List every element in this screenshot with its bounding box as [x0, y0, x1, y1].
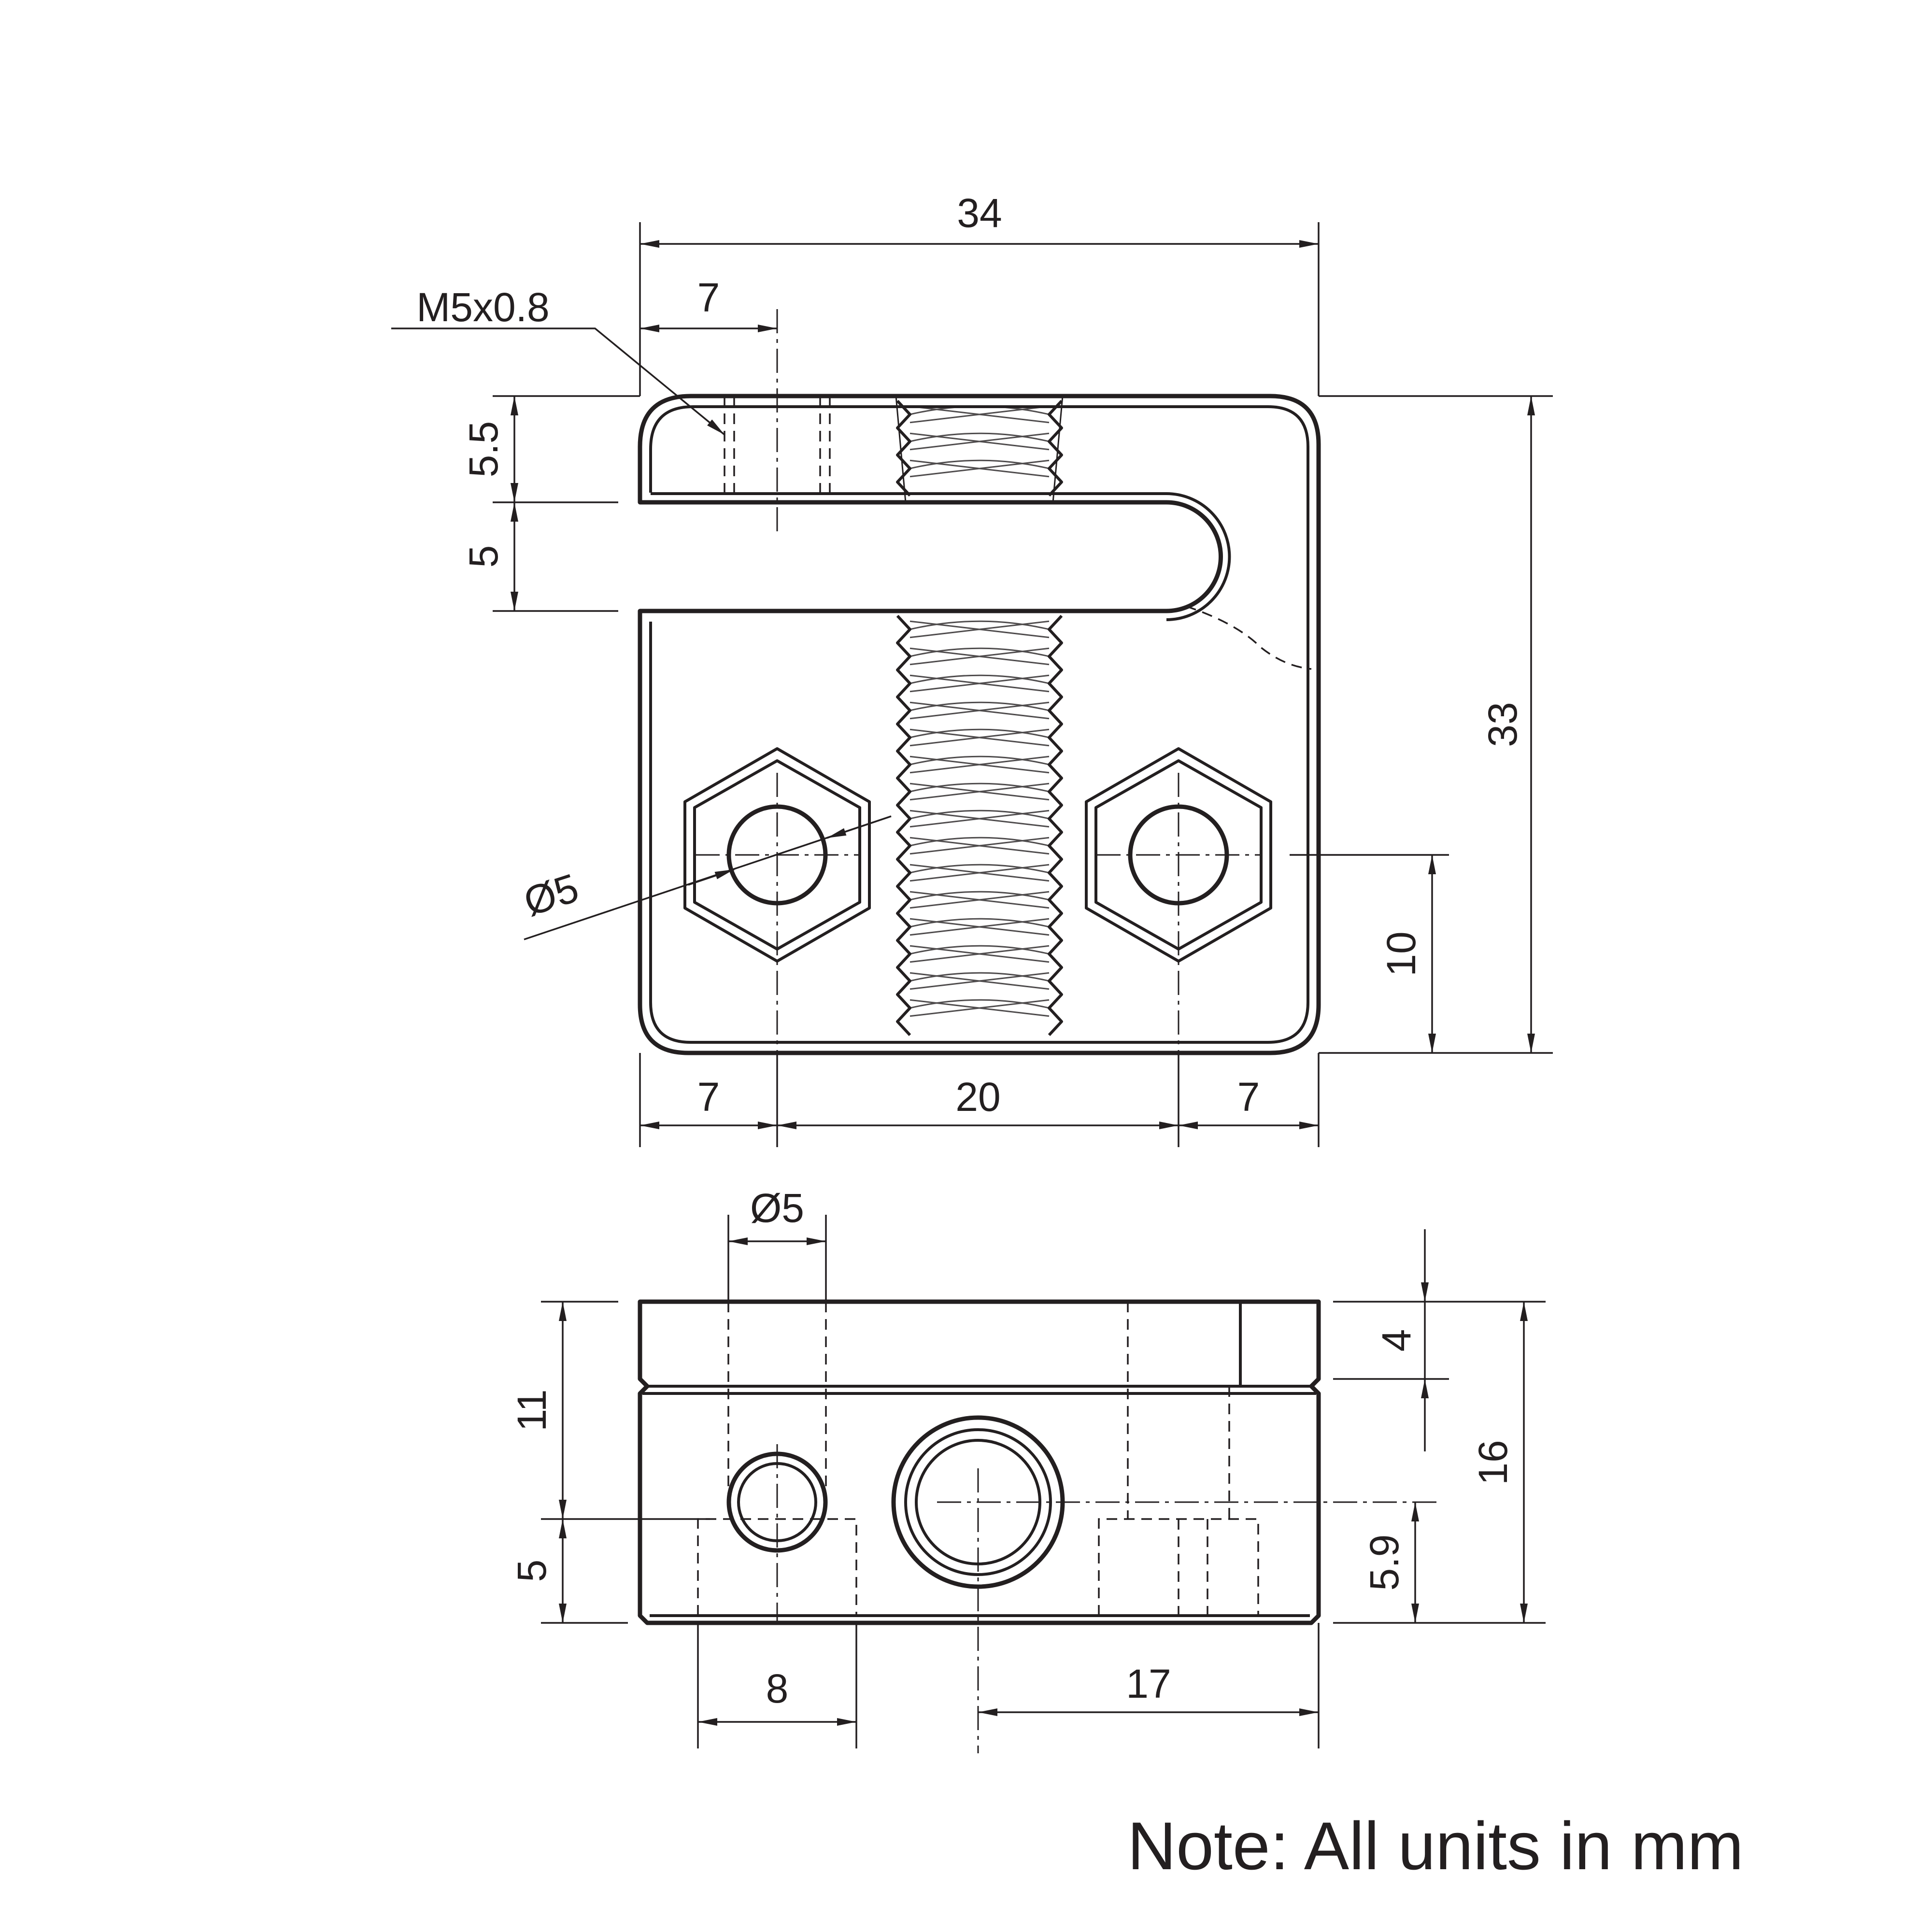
side-threaded-bore — [891, 1415, 1439, 1753]
dim-bore-offset: 17 — [1126, 1661, 1171, 1706]
side-right-hidden — [1098, 1302, 1259, 1616]
units-note: Note: All units in mm — [1127, 1808, 1744, 1884]
dim-counterbore-width: 8 — [766, 1666, 789, 1711]
front-view: 34 7 M5x0.8 5.5 5 Ø5 33 10 — [391, 190, 1553, 1147]
dim-bore-height: 5.9 — [1362, 1534, 1407, 1591]
dim-hole-diameter-side: Ø5 — [750, 1185, 804, 1231]
dim-thread-spec: M5x0.8 — [416, 284, 549, 330]
dim-overall-width: 34 — [957, 190, 1002, 236]
dim-thread-offset: 7 — [697, 275, 720, 320]
thread-rod-upper — [895, 396, 1064, 503]
dim-side-total-height: 16 — [1470, 1440, 1516, 1485]
dim-hole-height: 10 — [1378, 931, 1424, 976]
dim-right-margin: 7 — [1237, 1074, 1260, 1120]
dim-slot-width: 5 — [461, 545, 506, 568]
dim-hole-spacing: 20 — [955, 1074, 1000, 1120]
break-line — [1185, 605, 1312, 670]
tapped-hole-hidden — [724, 309, 831, 536]
dim-slot-top: 5.5 — [461, 421, 506, 478]
dim-hole-diameter-front: Ø5 — [518, 865, 584, 924]
slot-inner-edge — [651, 492, 1231, 621]
dim-side-lower-height: 5 — [509, 1560, 554, 1582]
front-body-outline — [638, 394, 1321, 1055]
dim-left-margin: 7 — [697, 1074, 720, 1120]
front-body-inner-outline — [649, 405, 1309, 1044]
dim-slot-depth: 4 — [1374, 1329, 1419, 1352]
thread-rod-lower — [896, 614, 1063, 1037]
side-left-hole — [697, 1302, 857, 1623]
dim-overall-height: 33 — [1480, 702, 1525, 747]
dim-side-upper-height: 11 — [509, 1389, 554, 1431]
side-view: Ø5 11 5 4 16 5.9 8 17 — [509, 1185, 1546, 1753]
